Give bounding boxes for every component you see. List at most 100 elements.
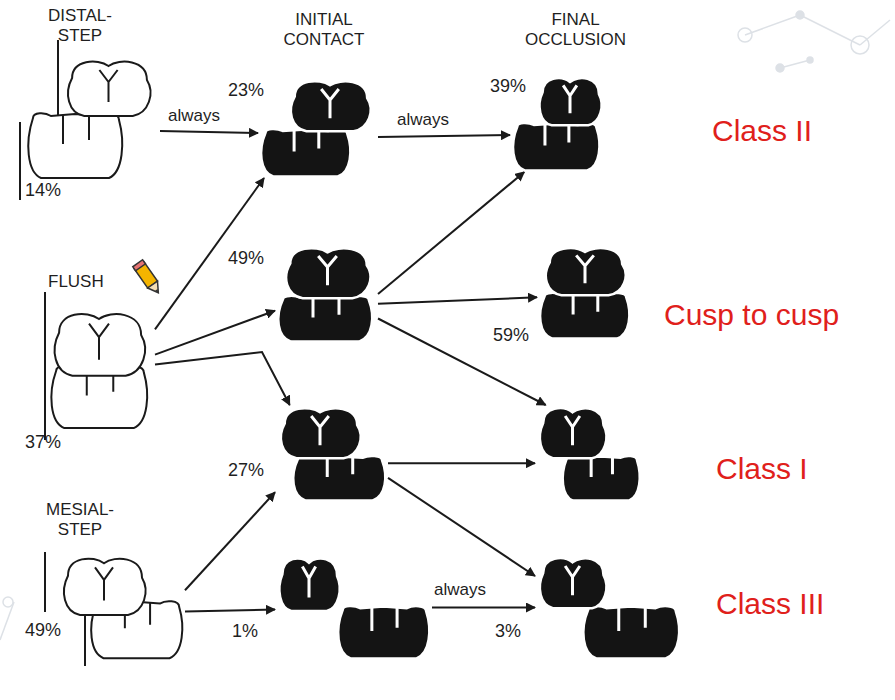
percentage-label: 1% (232, 621, 258, 642)
network-node (3, 597, 13, 607)
percentage-label: 23% (228, 80, 264, 101)
occlusion-figure: 1% (275, 555, 432, 660)
lower-molar (583, 606, 679, 658)
lower-molar-outline (28, 113, 122, 178)
upper-molar-fissure (318, 256, 337, 285)
occlusion-figure: FLUSH37% (45, 300, 155, 440)
transition-arrow (160, 131, 258, 133)
transition-arrow (155, 178, 264, 329)
edge-label: always (432, 580, 488, 600)
transition-arrow (185, 610, 275, 612)
column-heading: INITIAL CONTACT (265, 10, 383, 49)
transition-arrow (378, 297, 537, 304)
network-decoration (0, 11, 890, 640)
edge-label: always (166, 106, 222, 126)
upper-molar-fissure (576, 255, 594, 283)
upper-molar-outline (540, 78, 602, 125)
lower-molar (261, 129, 350, 177)
percentage-label: FLUSH (48, 272, 104, 292)
molar-illustration (275, 245, 378, 343)
upper-molar (540, 78, 602, 125)
lower-molar-fissure (372, 607, 397, 630)
lower-molar (563, 456, 640, 501)
upper-molar (55, 314, 145, 376)
upper-molar-outline (64, 559, 146, 615)
upper-molar-outline (55, 314, 145, 376)
network-node (851, 36, 869, 54)
relation-heading: DISTAL- STEP (30, 6, 130, 45)
pencil-tip (148, 281, 164, 296)
upper-molar-fissure (565, 416, 580, 445)
upper-molar-fissure (99, 70, 117, 102)
reference-line (44, 292, 46, 440)
percentage-label: 49% (25, 620, 61, 641)
upper-molar-fissure (311, 416, 329, 445)
occlusion-figure: MESIAL- STEP49% (55, 550, 185, 662)
upper-molar-fissure (565, 566, 580, 595)
class-label: Cusp to cusp (664, 298, 839, 333)
lower-molar (338, 606, 429, 658)
occlusion-figure: 49% (275, 245, 378, 343)
molar-illustration (258, 78, 378, 178)
molar-illustration (535, 405, 642, 502)
relation-heading: MESIAL- STEP (30, 500, 130, 539)
network-line (860, 20, 890, 45)
lower-molar-outline (513, 123, 599, 171)
upper-molar (546, 248, 626, 295)
percentage-label: 49% (228, 248, 264, 269)
class-label: Class II (712, 114, 812, 149)
lower-molar-outline (563, 456, 640, 501)
lower-molar-fissure (619, 607, 646, 630)
transition-arrow (185, 492, 275, 590)
network-node (796, 11, 804, 19)
column-heading: FINAL OCCLUSION (503, 10, 648, 49)
reference-line (19, 122, 21, 200)
network-line (0, 602, 14, 640)
lower-molar-fissure (327, 457, 352, 477)
molar-illustration (55, 550, 185, 662)
lower-molar (28, 113, 122, 178)
upper-molar-fissure (321, 89, 339, 118)
upper-molar-outline (286, 248, 370, 298)
percentage-label: 3% (495, 621, 521, 642)
lower-molar (513, 123, 599, 171)
upper-molar (540, 558, 606, 608)
lower-molar-fissure (313, 297, 339, 317)
transition-arrow (155, 311, 275, 355)
upper-molar (540, 408, 606, 458)
class-label: Class I (716, 452, 808, 487)
reference-line (44, 552, 46, 612)
molar-illustration (275, 555, 432, 660)
molar-illustration (20, 50, 160, 185)
upper-molar-outline (540, 408, 606, 458)
lower-molar (293, 456, 385, 501)
transition-arrow (155, 352, 290, 405)
lower-molar-fissure (573, 294, 598, 314)
upper-molar (64, 559, 146, 615)
upper-molar-outline (546, 248, 626, 295)
occlusion-figure: 39%Class II (510, 75, 605, 172)
lower-molar-outline (583, 606, 679, 658)
lower-molar-outline (540, 293, 629, 339)
percentage-label: 59% (493, 325, 529, 346)
lower-molar-outline (278, 296, 372, 342)
molar-illustration (537, 245, 632, 340)
occlusion-figure: 3%Class III (535, 555, 682, 660)
occlusion-figure: Class I (535, 405, 642, 502)
upper-molar (286, 248, 370, 298)
lower-molar-outline (261, 129, 350, 177)
transition-arrow (378, 319, 546, 406)
lower-molar-outline (293, 456, 385, 501)
occlusion-figure: DISTAL- STEP14% (20, 50, 160, 185)
transition-arrow (388, 462, 535, 464)
upper-molar (291, 81, 371, 131)
network-node (807, 57, 813, 63)
transition-arrow (378, 135, 510, 137)
pencil-icon (133, 260, 163, 296)
upper-molar-outline (68, 62, 150, 116)
occlusion-figure: 23% (258, 78, 378, 178)
upper-molar-outline (291, 81, 371, 131)
percentage-label: 27% (228, 460, 264, 481)
upper-molar (281, 408, 361, 458)
percentage-label: 39% (490, 76, 526, 97)
